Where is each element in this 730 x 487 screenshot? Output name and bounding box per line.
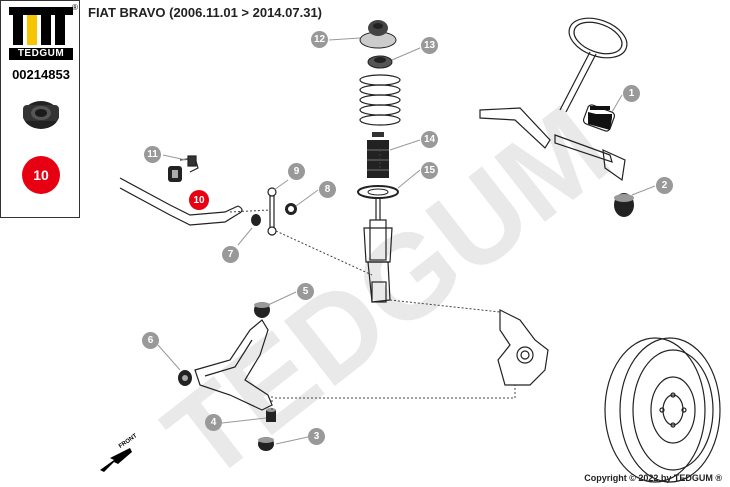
callout-14[interactable]: 14 bbox=[421, 131, 438, 148]
ball-joint-boot bbox=[258, 437, 274, 451]
tedgum-logo bbox=[9, 7, 73, 45]
stabilizer-link bbox=[267, 187, 277, 236]
callout-12[interactable]: 12 bbox=[311, 31, 328, 48]
brand-name: TEDGUM bbox=[9, 48, 73, 60]
callout-7[interactable]: 7 bbox=[222, 246, 239, 263]
control-arm-bushing-front bbox=[178, 370, 192, 386]
registered-mark: ® bbox=[72, 3, 78, 12]
callout-leaders bbox=[157, 37, 656, 445]
coil-spring bbox=[359, 74, 401, 126]
strut-bearing bbox=[367, 55, 393, 69]
link-bushing-8 bbox=[285, 203, 297, 215]
callout-2[interactable]: 2 bbox=[656, 177, 673, 194]
callout-3[interactable]: 3 bbox=[308, 428, 325, 445]
front-arrow-icon bbox=[100, 448, 132, 472]
link-bushing-7 bbox=[251, 214, 261, 226]
callout-13[interactable]: 13 bbox=[421, 37, 438, 54]
callout-10[interactable]: 10 bbox=[189, 190, 209, 210]
copyright-notice: Copyright © 2022 by TEDGUM ® bbox=[584, 473, 722, 483]
tie-rod-boot bbox=[614, 193, 634, 217]
bump-stop bbox=[367, 132, 389, 178]
bushing-thumbnail bbox=[23, 101, 59, 129]
ball-joint bbox=[266, 408, 276, 422]
callout-5[interactable]: 5 bbox=[297, 283, 314, 300]
page-title: FIAT BRAVO (2006.11.01 > 2014.07.31) bbox=[88, 5, 323, 20]
stabilizer-bar bbox=[119, 177, 243, 226]
callout-1[interactable]: 1 bbox=[623, 85, 640, 102]
stabilizer-bushing bbox=[168, 166, 182, 182]
strut-top-mount bbox=[359, 20, 397, 49]
steering-boot bbox=[588, 106, 612, 130]
callout-11[interactable]: 11 bbox=[144, 146, 161, 163]
callout-4[interactable]: 4 bbox=[205, 414, 222, 431]
part-info-panel: TEDGUM ® 00214853 10 bbox=[0, 0, 80, 218]
selected-part-badge[interactable]: 10 bbox=[22, 156, 60, 194]
control-arm-bushing-rear bbox=[254, 302, 270, 318]
bushing-bracket bbox=[179, 155, 199, 173]
spring-seat bbox=[357, 185, 399, 199]
callout-8[interactable]: 8 bbox=[319, 181, 336, 198]
steering-knuckle bbox=[497, 309, 549, 386]
callout-9[interactable]: 9 bbox=[288, 163, 305, 180]
wheel bbox=[604, 337, 721, 483]
connector-lines bbox=[229, 150, 516, 410]
control-arm bbox=[194, 319, 273, 411]
callout-15[interactable]: 15 bbox=[421, 162, 438, 179]
part-number: 00214853 bbox=[12, 67, 70, 82]
callout-6[interactable]: 6 bbox=[142, 332, 159, 349]
